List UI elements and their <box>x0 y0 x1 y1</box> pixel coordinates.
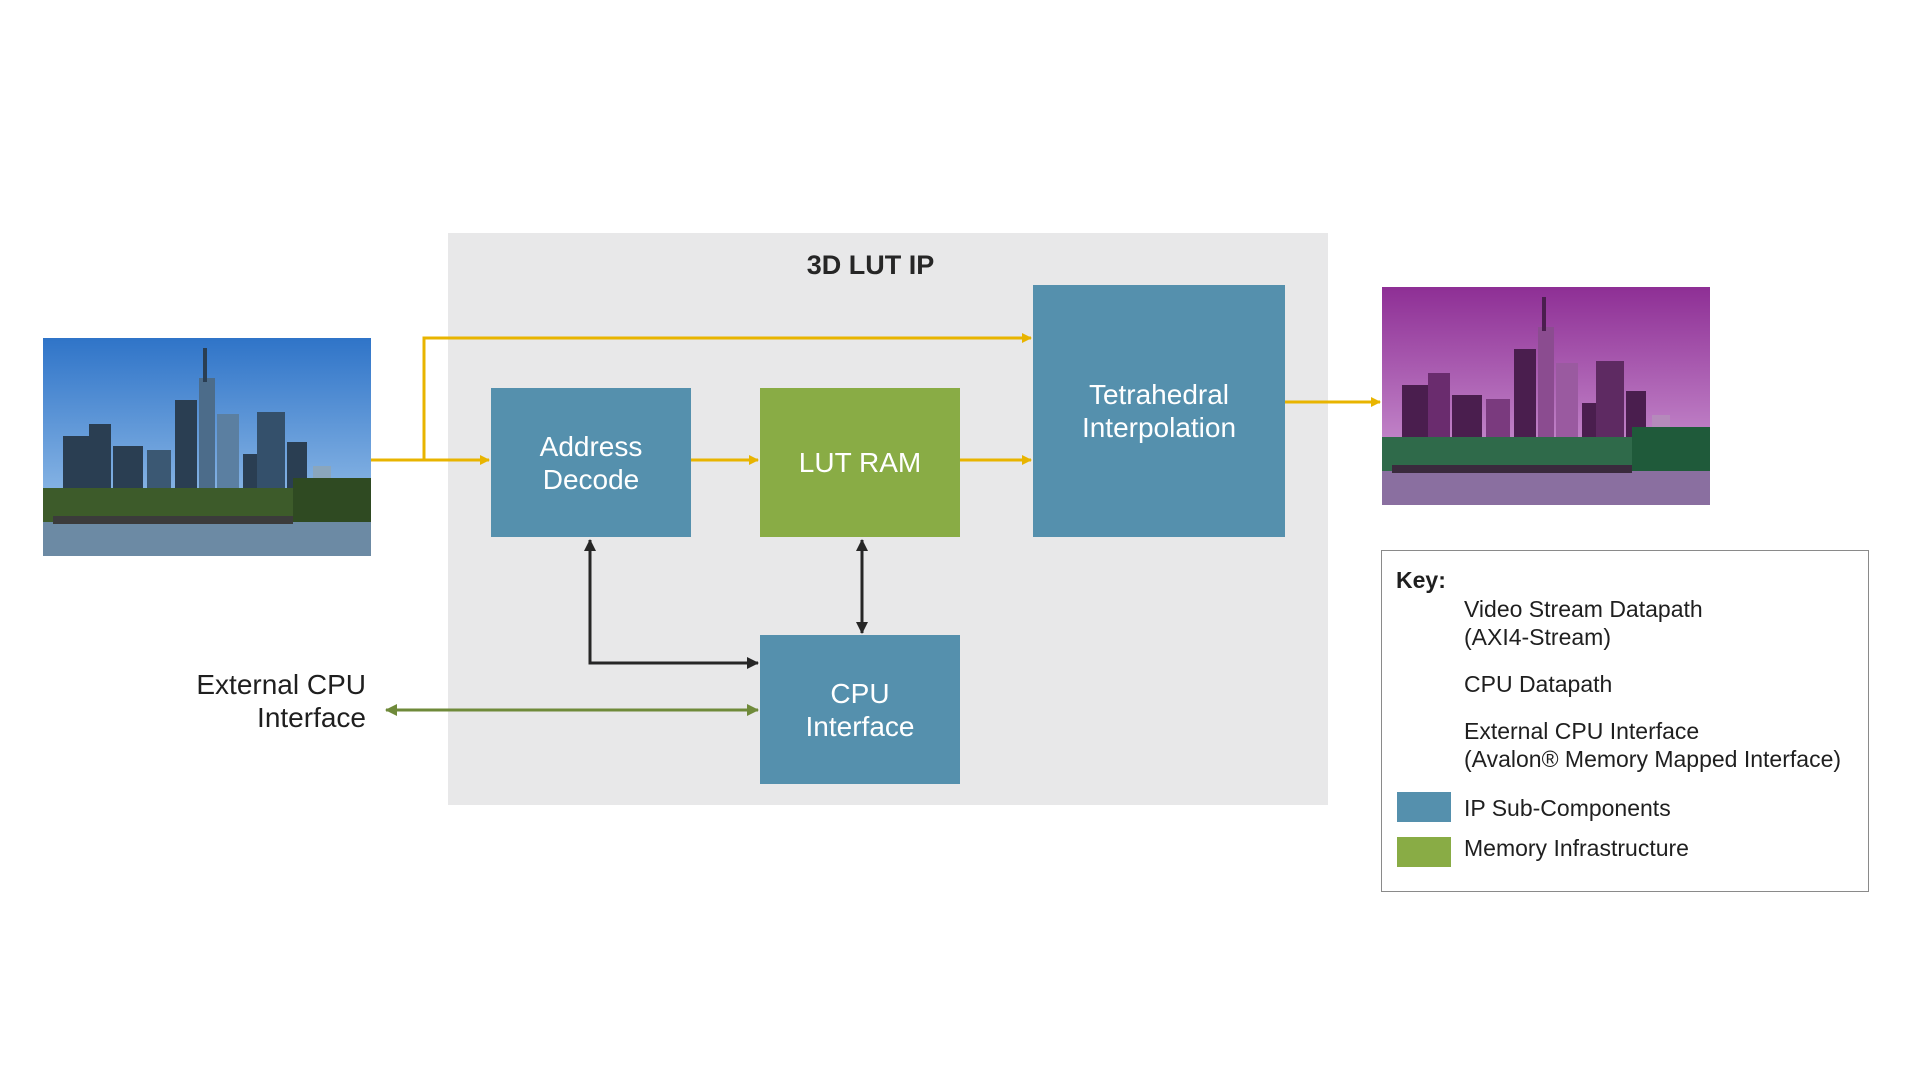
cpu-arrow-address-to-cpu <box>584 539 759 669</box>
lut-ram-block: LUT RAM <box>760 388 960 537</box>
key-memory-swatch <box>1397 837 1451 867</box>
key-ip-swatch <box>1397 792 1451 822</box>
ip-title: 3D LUT IP <box>806 250 935 280</box>
key-external-label: External CPU Interface (Avalon® Memory M… <box>1464 718 1842 772</box>
tetrahedral-interpolation-block: Tetrahedral Interpolation <box>1033 285 1285 537</box>
key-video-label: Video Stream Datapath (AXI4-Stream) <box>1464 596 1703 650</box>
video-arrow-bypass-to-interpolation <box>422 333 1032 460</box>
cpu-interface-block: CPU Interface <box>760 635 960 784</box>
external-cpu-label: External CPU Interface <box>196 669 366 733</box>
input-image <box>43 338 371 556</box>
key-title: Key: <box>1396 567 1446 593</box>
address-decode-block: Address Decode <box>491 388 691 537</box>
key-memory-label: Memory Infrastructure <box>1464 835 1689 861</box>
output-image <box>1382 287 1710 505</box>
key-cpu-label: CPU Datapath <box>1464 671 1613 697</box>
key-box <box>1381 550 1869 892</box>
key-ip-label: IP Sub-Components <box>1464 795 1671 821</box>
